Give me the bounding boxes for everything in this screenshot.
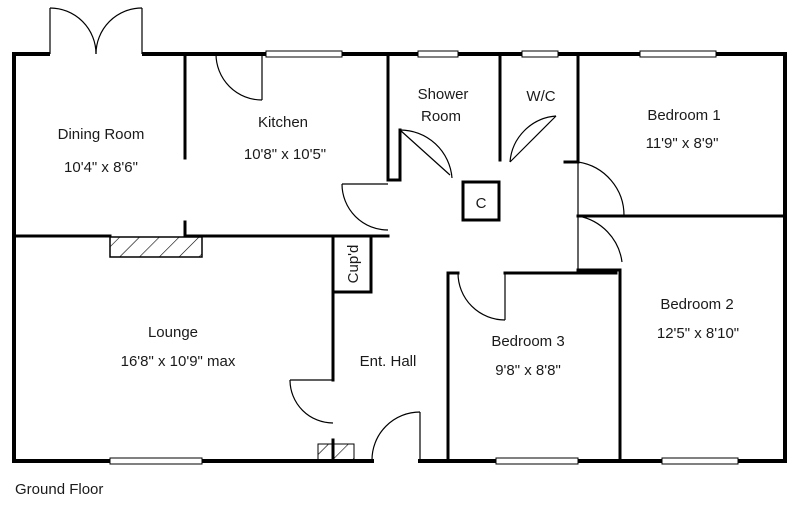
closet-name: C <box>476 195 487 212</box>
dining-room-size: 10'4" x 8'6" <box>64 159 138 176</box>
floor-label: Ground Floor <box>15 481 104 498</box>
shower-room-name-line1: Shower <box>418 86 469 103</box>
bedroom-2-size: 12'5" x 8'10" <box>657 325 739 342</box>
threshold <box>317 443 355 461</box>
entrance-hall-name: Ent. Hall <box>360 353 417 370</box>
lounge-size: 16'8" x 10'9" max <box>121 353 236 370</box>
chimney-breast <box>109 236 203 258</box>
cupboard-name: Cup'd <box>345 245 362 284</box>
dining-room-name: Dining Room <box>58 126 145 143</box>
bedroom-3-size: 9'8" x 8'8" <box>495 362 561 379</box>
kitchen-size: 10'8" x 10'5" <box>244 146 326 163</box>
kitchen-name: Kitchen <box>258 114 308 131</box>
doors <box>49 7 625 462</box>
shower-room-name-line2: Room <box>421 108 461 125</box>
bedroom-3-name: Bedroom 3 <box>491 333 564 350</box>
bedroom-1-size: 11'9" x 8'9" <box>646 135 719 152</box>
bedroom-1-name: Bedroom 1 <box>647 107 720 124</box>
wc-name: W/C <box>526 88 555 105</box>
lounge-name: Lounge <box>148 324 198 341</box>
bedroom-2-name: Bedroom 2 <box>660 296 733 313</box>
